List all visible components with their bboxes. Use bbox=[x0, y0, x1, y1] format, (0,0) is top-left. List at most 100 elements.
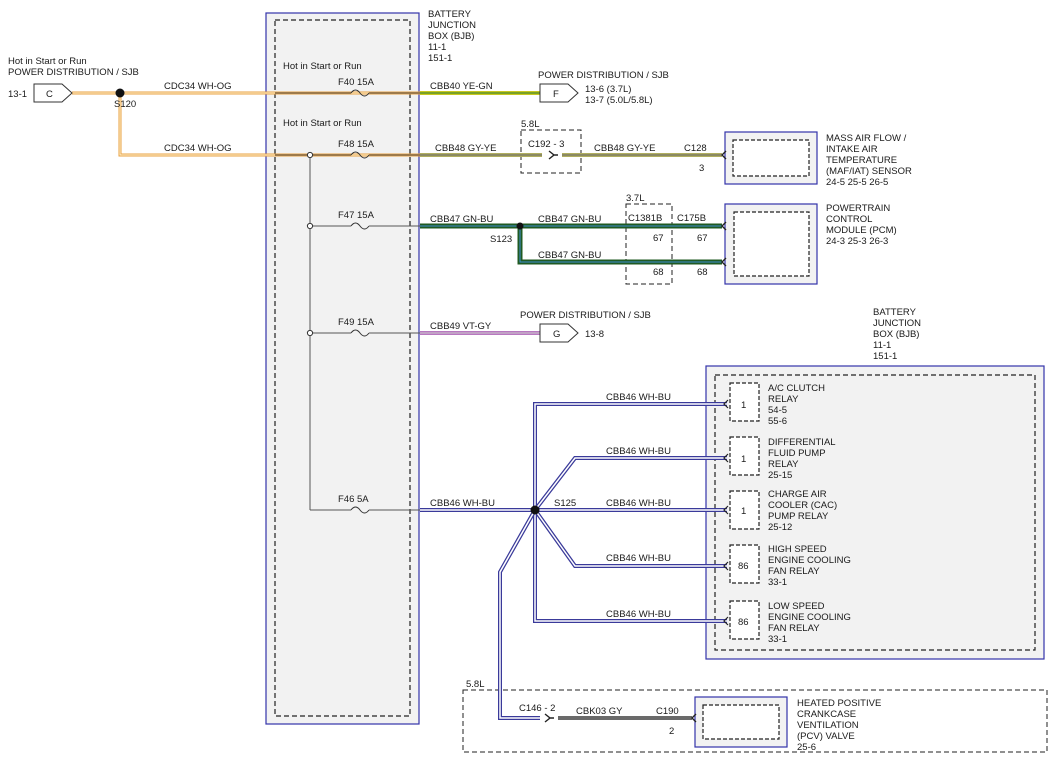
relay-4-label-1: HIGH SPEED bbox=[768, 544, 827, 555]
pcv-refs: 25-6 bbox=[797, 742, 816, 753]
relay-2-label-1: DIFFERENTIAL bbox=[768, 437, 836, 448]
relay-3-label-3: PUMP RELAY bbox=[768, 511, 829, 522]
relay-4-label-4: 33-1 bbox=[768, 577, 787, 588]
relay-5-label-2: ENGINE COOLING bbox=[768, 612, 851, 623]
pcm-title-1: POWERTRAIN bbox=[826, 203, 890, 214]
relay-2-pin: 1 bbox=[741, 454, 746, 465]
pd-f-title: POWER DISTRIBUTION / SJB bbox=[538, 70, 669, 81]
bjb-right-box bbox=[705, 365, 1045, 660]
maf-sensor-inner bbox=[732, 139, 810, 177]
relay-5-label-1: LOW SPEED bbox=[768, 601, 825, 612]
connector-f-label: F bbox=[553, 89, 559, 100]
bus-node-f47 bbox=[306, 222, 314, 230]
source-title: POWER DISTRIBUTION / SJB bbox=[8, 67, 139, 78]
variant-58l-bottom: 5.8L bbox=[466, 679, 485, 690]
arrow-relay-2 bbox=[723, 453, 729, 463]
fuse-label-f47: F47 15A bbox=[338, 210, 375, 221]
fuse-label-f40: F40 15A bbox=[338, 77, 375, 88]
relay-4-label-2: ENGINE COOLING bbox=[768, 555, 851, 566]
c146-label: C146 - 2 bbox=[519, 703, 555, 714]
wire-label-cdc34-lower: CDC34 WH-OG bbox=[164, 143, 232, 154]
zone-58l-pcv bbox=[462, 689, 1048, 753]
relay-2-label-3: RELAY bbox=[768, 459, 799, 470]
splice-s125 bbox=[530, 505, 540, 515]
maf-connector: C128 bbox=[684, 143, 707, 154]
source-ref: 13-1 bbox=[8, 89, 27, 100]
pcv-title-4: (PCV) VALVE bbox=[797, 731, 855, 742]
splice-s125-label: S125 bbox=[554, 498, 576, 509]
connector-flag-c bbox=[33, 83, 73, 103]
arrow-relay-1 bbox=[723, 399, 729, 409]
maf-title-3: TEMPERATURE bbox=[826, 155, 897, 166]
pcv-connector: C190 bbox=[656, 706, 679, 717]
fuse-f40 bbox=[345, 89, 420, 97]
pcm-pin1: 67 bbox=[697, 233, 708, 244]
bjb-right-label-5: 151-1 bbox=[873, 351, 897, 362]
splice-s123-label: S123 bbox=[490, 234, 512, 245]
bjb-left-box bbox=[265, 12, 420, 725]
wire-label-cbb47-c: CBB47 GN-BU bbox=[538, 250, 601, 261]
arrow-pcm-pin68 bbox=[721, 257, 727, 267]
wire-label-cbb40: CBB40 YE-GN bbox=[430, 81, 493, 92]
connector-g-label: G bbox=[553, 329, 560, 340]
pcm-pin2: 68 bbox=[697, 267, 708, 278]
arrow-pcv-pin bbox=[691, 713, 697, 723]
pd-f-ref-2: 13-7 (5.0L/5.8L) bbox=[585, 95, 653, 106]
bjb-right-inner bbox=[714, 374, 1036, 651]
pcv-title-3: VENTILATION bbox=[797, 720, 859, 731]
maf-title-2: INTAKE AIR bbox=[826, 144, 878, 155]
wire-label-cbb47-b: CBB47 GN-BU bbox=[538, 214, 601, 225]
zone-37l-c1381b bbox=[625, 203, 673, 285]
pcm-inner bbox=[733, 211, 810, 277]
splice-s120 bbox=[115, 88, 125, 98]
wire-label-cbk03: CBK03 GY bbox=[576, 706, 623, 717]
c1381b-label: C1381B bbox=[628, 213, 662, 224]
wire-label-cbb48-b: CBB48 GY-YE bbox=[594, 143, 655, 154]
bjb-top-label-5: 151-1 bbox=[428, 53, 452, 64]
relay-5-pin: 86 bbox=[738, 617, 749, 628]
pcm-refs: 24-3 25-3 26-3 bbox=[826, 236, 888, 247]
maf-title-4: (MAF/IAT) SENSOR bbox=[826, 166, 912, 177]
c192-connector-icon bbox=[548, 150, 558, 160]
c1381b-pin1: 67 bbox=[653, 233, 664, 244]
relay-high-fan-box bbox=[729, 544, 760, 584]
relay-4-pin: 86 bbox=[738, 561, 749, 572]
wire-label-cbb46-main: CBB46 WH-BU bbox=[430, 498, 495, 509]
relay-3-label-2: COOLER (CAC) bbox=[768, 500, 837, 511]
pcv-title-1: HEATED POSITIVE bbox=[797, 698, 881, 709]
relay-ac-clutch-box bbox=[729, 382, 760, 422]
bus-node-f49 bbox=[306, 329, 314, 337]
splice-s120-label: S120 bbox=[114, 99, 136, 110]
relay-cac-pump-box bbox=[729, 490, 760, 530]
connector-c-label: C bbox=[46, 89, 53, 100]
zone-58l-c192 bbox=[520, 129, 582, 174]
relay-1-label-1: A/C CLUTCH bbox=[768, 383, 825, 394]
relay-3-label-4: 25-12 bbox=[768, 522, 792, 533]
arrow-maf-pin bbox=[721, 150, 727, 160]
fuse-label-f49: F49 15A bbox=[338, 317, 375, 328]
bjb-left-inner bbox=[274, 19, 411, 717]
relay-5-label-3: FAN RELAY bbox=[768, 623, 820, 634]
relay-1-label-4: 55-6 bbox=[768, 416, 787, 427]
pcm-title-3: MODULE (PCM) bbox=[826, 225, 897, 236]
bjb-top-label-1: BATTERY bbox=[428, 9, 472, 20]
wire-label-cbb49: CBB49 VT-GY bbox=[430, 321, 492, 332]
pcm-connector: C175B bbox=[677, 213, 706, 224]
hot-label-lower: Hot in Start or Run bbox=[283, 118, 362, 129]
fuse-label-f48: F48 15A bbox=[338, 139, 375, 150]
hot-label-upper: Hot in Start or Run bbox=[283, 61, 362, 72]
wire-label-cdc34-upper: CDC34 WH-OG bbox=[164, 81, 232, 92]
arrow-pcm-pin67 bbox=[721, 221, 727, 231]
arrow-relay-4 bbox=[723, 561, 729, 571]
wire-cbb47 bbox=[420, 223, 722, 265]
relay-diff-pump-box bbox=[729, 436, 760, 476]
maf-refs: 24-5 25-5 26-5 bbox=[826, 177, 888, 188]
pd-f-ref-1: 13-6 (3.7L) bbox=[585, 84, 631, 95]
pd-g-ref: 13-8 bbox=[585, 329, 604, 340]
relay-4-label-3: FAN RELAY bbox=[768, 566, 820, 577]
relay-5-label-4: 33-1 bbox=[768, 634, 787, 645]
relay-1-pin: 1 bbox=[741, 400, 746, 411]
bjb-top-label-4: 11-1 bbox=[428, 42, 446, 53]
bjb-top-label-3: BOX (BJB) bbox=[428, 31, 474, 42]
